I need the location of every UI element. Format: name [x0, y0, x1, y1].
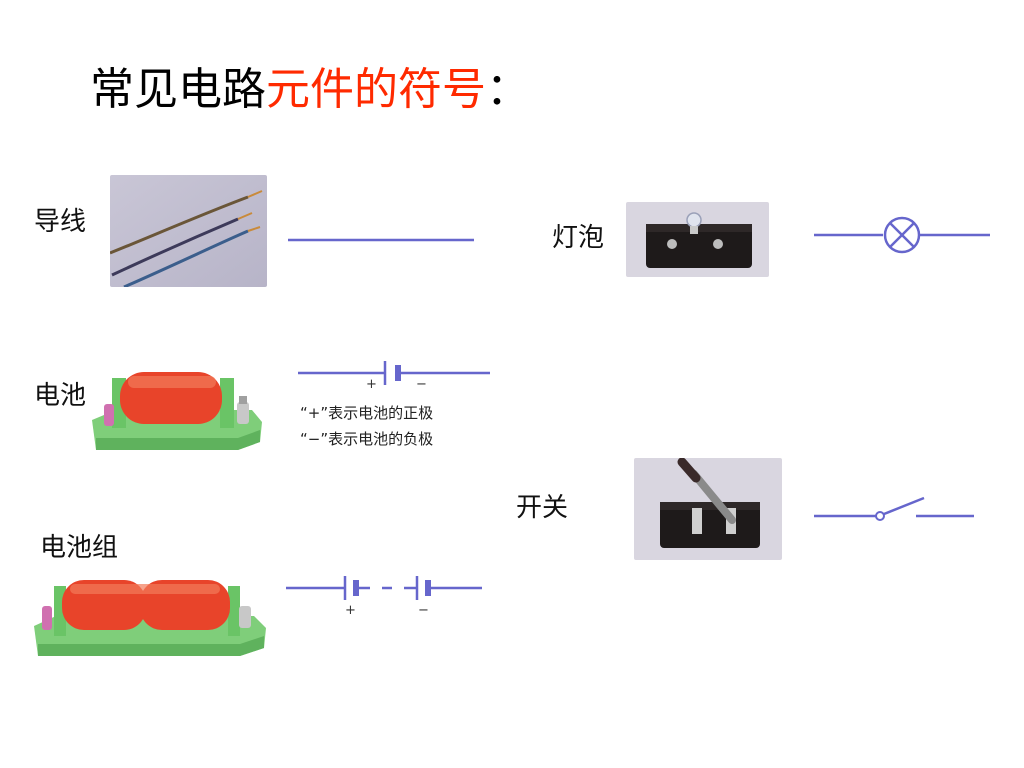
title-part-black: 常见电路	[90, 64, 266, 115]
wire-photo	[110, 175, 267, 287]
battery-pack-plus: +	[345, 603, 356, 618]
title-part-red: 元件的符号	[266, 64, 486, 115]
bulb-label: 灯泡	[552, 223, 605, 253]
battery-note-minus: “−”表示电池的负极	[300, 430, 434, 448]
battery-plus: +	[366, 377, 377, 392]
title-colon: ：	[486, 64, 530, 115]
page-title: 常见电路元件的符号：	[90, 58, 530, 122]
battery-pack-label: 电池组	[40, 533, 119, 563]
battery-note-plus: “+”表示电池的正极	[300, 404, 434, 422]
switch-label: 开关	[516, 493, 569, 523]
switch-symbol	[814, 496, 976, 524]
battery-pack-symbol	[286, 575, 484, 601]
battery-pack-minus: −	[418, 603, 429, 618]
switch-photo	[634, 458, 782, 560]
wire-label: 导线	[34, 207, 87, 237]
bulb-symbol	[814, 216, 992, 256]
bulb-photo	[626, 202, 769, 277]
battery-minus: −	[416, 377, 427, 392]
battery-label: 电池	[34, 381, 87, 411]
battery-pack-photo	[34, 572, 266, 658]
battery-photo	[92, 360, 262, 455]
battery-symbol	[298, 361, 494, 387]
wire-symbol	[288, 237, 476, 243]
